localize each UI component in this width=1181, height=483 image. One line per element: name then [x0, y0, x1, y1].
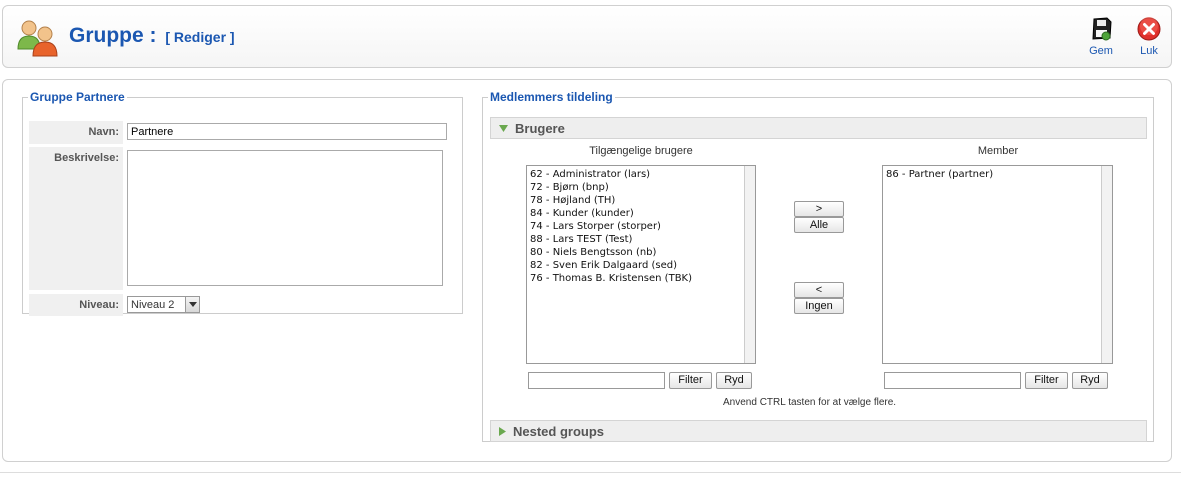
level-select-value: Niveau 2: [131, 298, 175, 311]
members-clear-button[interactable]: Ryd: [1072, 372, 1108, 389]
members-filter-button[interactable]: Filter: [1025, 372, 1068, 389]
description-row: Beskrivelse:: [29, 147, 443, 290]
content-area: Gruppe Partnere Navn: Beskrivelse: Nivea…: [2, 79, 1172, 462]
group-users-icon: [17, 20, 58, 57]
page-title-text: Gruppe :: [69, 24, 157, 47]
available-users-list[interactable]: 62 - Administrator (lars) 72 - Bjørn (bnp…: [526, 165, 756, 364]
members-list[interactable]: 86 - Partner (partner): [882, 165, 1113, 364]
available-filter-button[interactable]: Filter: [669, 372, 712, 389]
nested-groups-panel-toggle[interactable]: Nested groups: [490, 420, 1147, 442]
available-user-option[interactable]: 74 - Lars Storper (storper): [530, 221, 661, 232]
member-option[interactable]: 86 - Partner (partner): [886, 169, 994, 180]
expanded-triangle-icon: [499, 124, 508, 132]
description-label: Beskrivelse:: [29, 147, 123, 290]
scrollbar[interactable]: [744, 166, 755, 363]
users-panel-title: Brugere: [515, 120, 565, 136]
close-button[interactable]: Luk: [1129, 16, 1169, 57]
available-user-option[interactable]: 84 - Kunder (kunder): [530, 208, 634, 219]
available-clear-button[interactable]: Ryd: [716, 372, 752, 389]
add-selected-button[interactable]: >: [794, 201, 844, 217]
scrollbar[interactable]: [1101, 166, 1112, 363]
save-label: Gem: [1089, 45, 1113, 57]
page-title: Gruppe : [ Rediger ]: [69, 24, 235, 48]
available-user-option[interactable]: 76 - Thomas B. Kristensen (TBK): [530, 273, 693, 284]
floppy-disk-icon: [1092, 17, 1112, 41]
close-icon: [1137, 17, 1161, 41]
members-filter-input[interactable]: [884, 372, 1021, 389]
available-user-option[interactable]: 78 - Højland (TH): [530, 195, 616, 206]
add-all-button[interactable]: Alle: [794, 217, 844, 233]
available-users-title: Tilgængelige brugere: [589, 145, 693, 157]
available-user-option[interactable]: 88 - Lars TEST (Test): [530, 234, 633, 245]
collapsed-triangle-icon: [499, 426, 506, 436]
available-filter-input[interactable]: [528, 372, 665, 389]
toolbar: Gruppe : [ Rediger ] Gem Luk: [2, 5, 1172, 68]
name-row: Navn:: [29, 121, 447, 144]
name-label: Navn:: [29, 121, 123, 144]
remove-selected-button[interactable]: <: [794, 282, 844, 298]
members-title: Member: [977, 145, 1019, 157]
name-input[interactable]: [127, 123, 447, 140]
membership-fieldset: Medlemmers tildeling Brugere Tilgængelig…: [482, 90, 1154, 442]
membership-legend: Medlemmers tildeling: [490, 90, 613, 104]
available-user-option[interactable]: 80 - Niels Bengtsson (nb): [530, 247, 657, 258]
chevron-down-icon: [185, 297, 199, 312]
level-row: Niveau: Niveau 2: [29, 294, 200, 316]
available-user-option[interactable]: 62 - Administrator (lars): [530, 169, 651, 180]
nested-groups-title: Nested groups: [513, 423, 605, 439]
footer-divider: [0, 472, 1181, 473]
save-button[interactable]: Gem: [1081, 16, 1121, 57]
description-textarea[interactable]: [127, 150, 443, 286]
group-details-fieldset: Gruppe Partnere Navn: Beskrivelse: Nivea…: [22, 90, 463, 316]
available-user-option[interactable]: 72 - Bjørn (bnp): [530, 182, 609, 193]
users-panel-toggle[interactable]: Brugere: [490, 117, 1147, 139]
group-details-legend: Gruppe Partnere: [30, 90, 125, 104]
available-user-option[interactable]: 82 - Sven Erik Dalgaard (sed): [530, 260, 677, 271]
page-subtitle: [ Rediger ]: [165, 29, 235, 45]
level-label: Niveau:: [29, 294, 123, 316]
close-label: Luk: [1140, 45, 1158, 57]
level-select[interactable]: Niveau 2: [127, 296, 200, 313]
multi-select-hint: Anvend CTRL tasten for at vælge flere.: [723, 397, 897, 408]
remove-all-button[interactable]: Ingen: [794, 298, 844, 314]
